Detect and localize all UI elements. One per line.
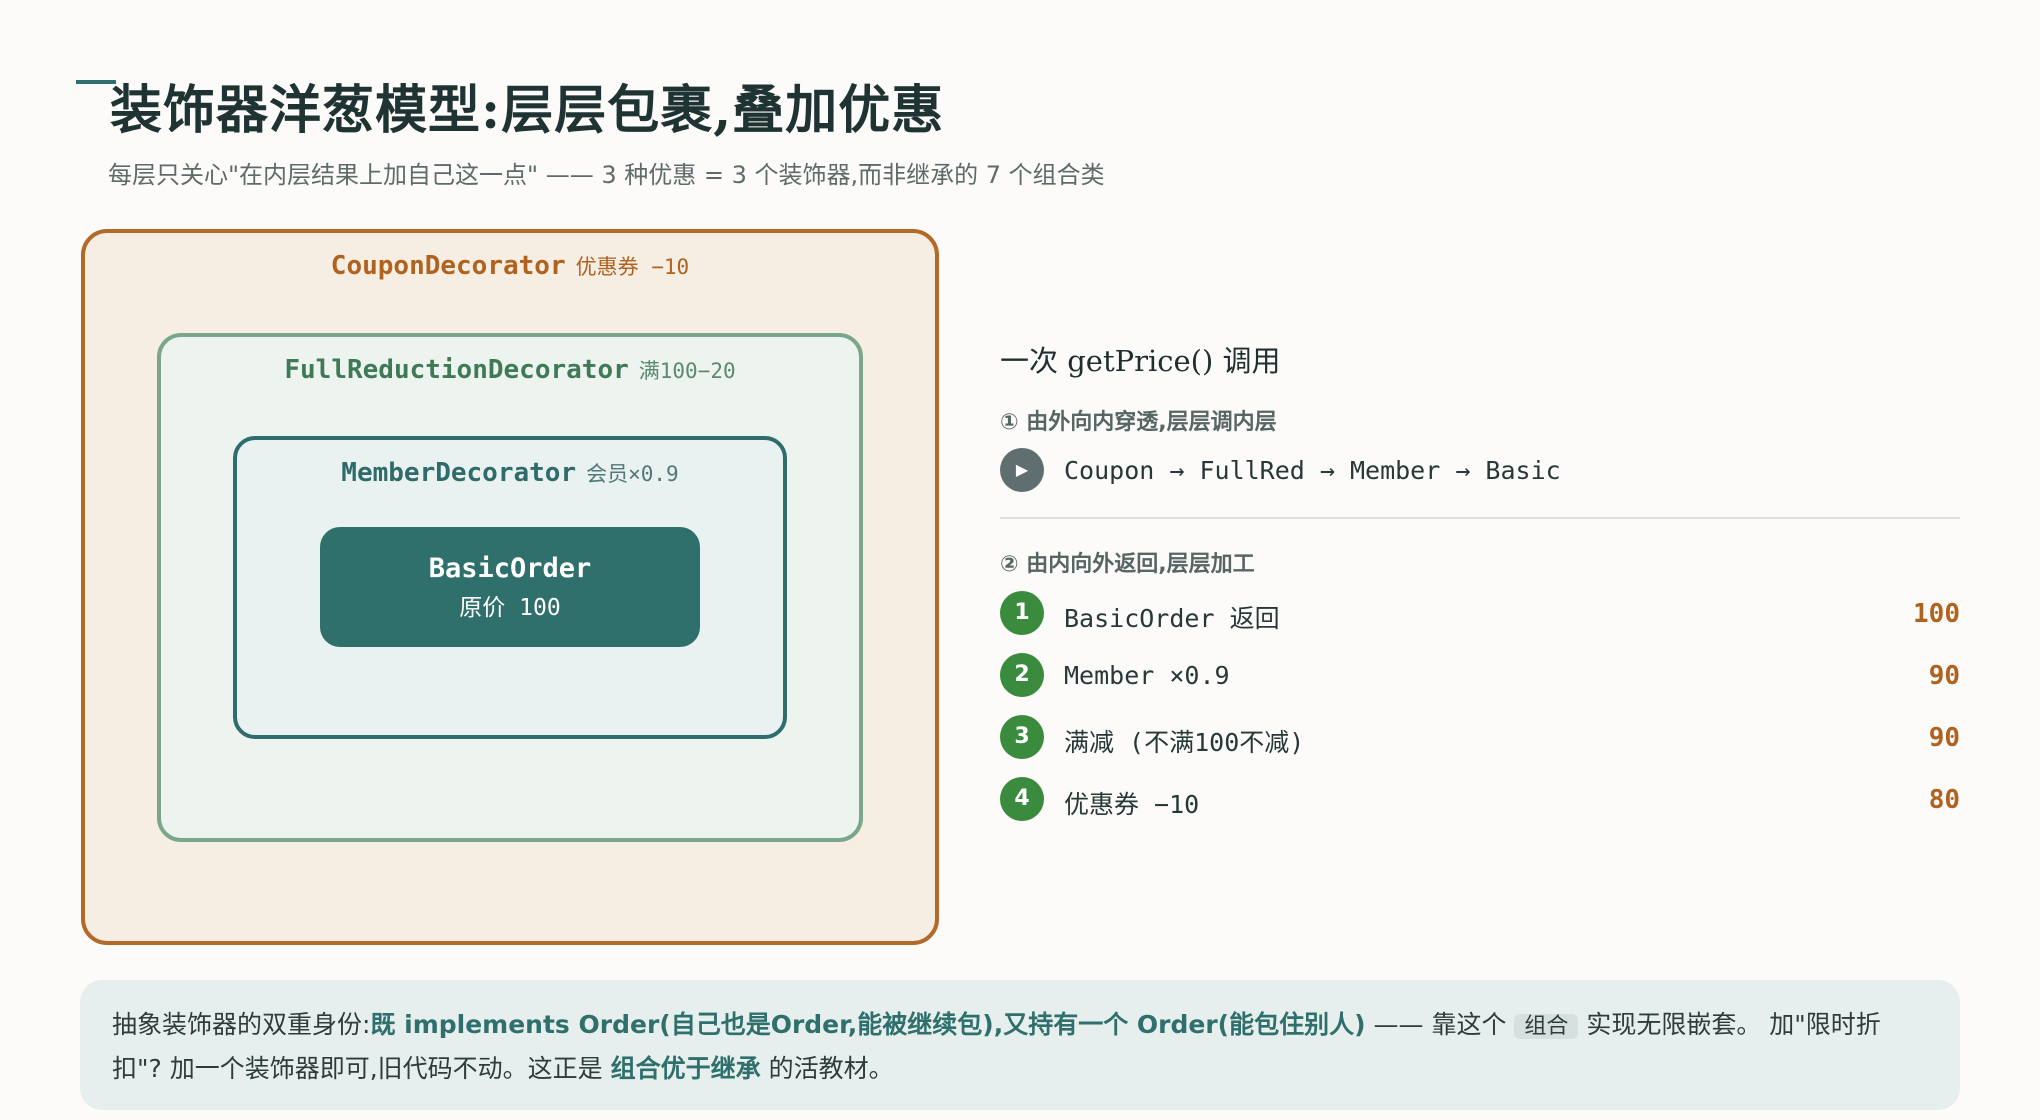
return-step-value: 90 [1928,723,1960,753]
note-highlight: 组合优于继承 [610,1054,761,1083]
note-text: 抽象装饰器的双重身份: [112,1010,371,1039]
page-subtitle: 每层只关心"在内层结果上加自己这一点" —— 3 种优惠 = 3 个装饰器,而非… [108,161,1105,189]
step2-heading: ② 由内向外返回,层层加工 [1000,552,1255,577]
full-reduction-decorator-note: 满100−20 [638,359,736,383]
member-decorator-label: MemberDecorator 会员×0.9 [237,458,783,488]
return-step-label: Member ×0.9 [1064,661,1230,690]
return-step-value: 100 [1913,599,1960,629]
return-step-value: 90 [1928,661,1960,691]
return-step: 4 优惠券 −10 80 [1000,777,1960,821]
page-title: 装饰器洋葱模型:层层包裹,叠加优惠 [110,80,945,141]
step-number-badge: 1 [1000,591,1044,635]
return-step-label: 满减 (不满100不减) [1064,728,1305,757]
note-highlight: 既 implements Order(自己也是Order,能被继续包),又持有一… [370,1010,1366,1039]
return-step: 2 Member ×0.9 90 [1000,653,1960,697]
step-number-badge: 3 [1000,715,1044,759]
title-accent-bar [76,80,116,84]
call-path-row: ▶ Coupon → FullRed → Member → Basic [1000,448,1960,492]
step-number-badge: 4 [1000,777,1044,821]
call-title: 一次 getPrice() 调用 [1000,344,1281,378]
return-step: 1 BasicOrder 返回 100 [1000,591,1960,635]
note-text: 实现无限嵌套。 加"限时折扣"? 加一个装饰器即可,旧代码不动。这正是 [112,1010,1881,1083]
note-text: 的活教材。 [760,1054,894,1083]
summary-note: 抽象装饰器的双重身份:既 implements Order(自己也是Order,… [80,980,1960,1110]
coupon-decorator-note: 优惠券 −10 [575,255,690,279]
member-decorator-note: 会员×0.9 [586,462,679,486]
divider [1000,517,1960,519]
call-path: Coupon → FullRed → Member → Basic [1064,456,1561,485]
return-step-label: BasicOrder 返回 [1064,604,1280,633]
return-step-value: 80 [1928,785,1960,815]
coupon-decorator-label: CouponDecorator 优惠券 −10 [85,251,935,281]
basic-order-name: BasicOrder [428,553,592,584]
play-icon: ▶ [1000,448,1044,492]
return-step: 3 满减 (不满100不减) 90 [1000,715,1960,759]
note-text: —— 靠这个 [1365,1010,1515,1039]
coupon-decorator-name: CouponDecorator [330,251,566,281]
full-reduction-decorator-label: FullReductionDecorator 满100−20 [161,355,859,385]
basic-order-core: BasicOrder 原价 100 [320,527,700,647]
note-chip: 组合 [1514,1014,1579,1039]
basic-order-price: 原价 100 [459,595,561,621]
member-decorator-name: MemberDecorator [341,458,577,488]
step1-heading: ① 由外向内穿透,层层调内层 [1000,410,1277,435]
full-reduction-decorator-name: FullReductionDecorator [284,355,629,385]
return-step-label: 优惠券 −10 [1064,790,1200,819]
step-number-badge: 2 [1000,653,1044,697]
